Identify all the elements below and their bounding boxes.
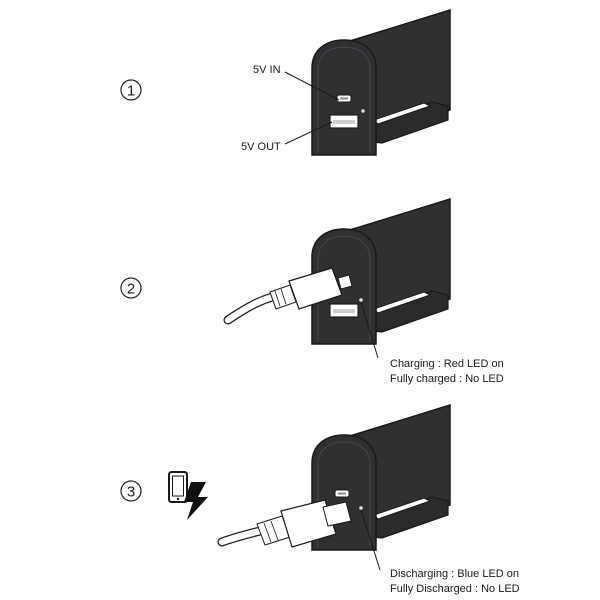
status-line-1: Charging : Red LED on [390,358,504,370]
step-number: 2 [127,281,135,298]
phone-charging-icon [168,471,208,520]
step-number-circle [120,480,142,502]
led-leader [360,509,381,571]
led-indicator [361,109,365,113]
input-port-label: 5V IN [253,64,281,76]
step-2: 2 Charging : Red LED on Fully charged : … [120,198,504,385]
usb-a-port [329,303,359,318]
step-number-circle [120,277,142,299]
step-number-circle [120,79,142,101]
status-line-2: Fully charged : No LED [390,373,504,385]
status-line-1: Discharging : Blue LED on [390,568,519,580]
micro-usb-port [334,489,350,498]
micro-usb-port [336,94,352,103]
usb-cable [223,267,353,325]
power-bank [311,198,451,345]
output-port-label: 5V OUT [241,141,281,153]
led-leader [360,301,379,359]
step-3: 3 Discharging : Blue LED on Fully Discha… [120,404,520,595]
step-number: 1 [127,83,135,100]
status-line-2: Fully Discharged : No LED [390,583,520,595]
input-port-leader [284,71,340,101]
usb-a-port [329,114,359,129]
power-bank [311,9,451,156]
power-bank [311,404,451,551]
led-indicator [359,506,363,510]
led-indicator [359,298,363,302]
usb-cable [217,499,352,548]
step-1: 1 5V IN 5V OUT [120,9,451,156]
step-number: 3 [127,484,135,501]
output-port-leader [284,121,333,145]
